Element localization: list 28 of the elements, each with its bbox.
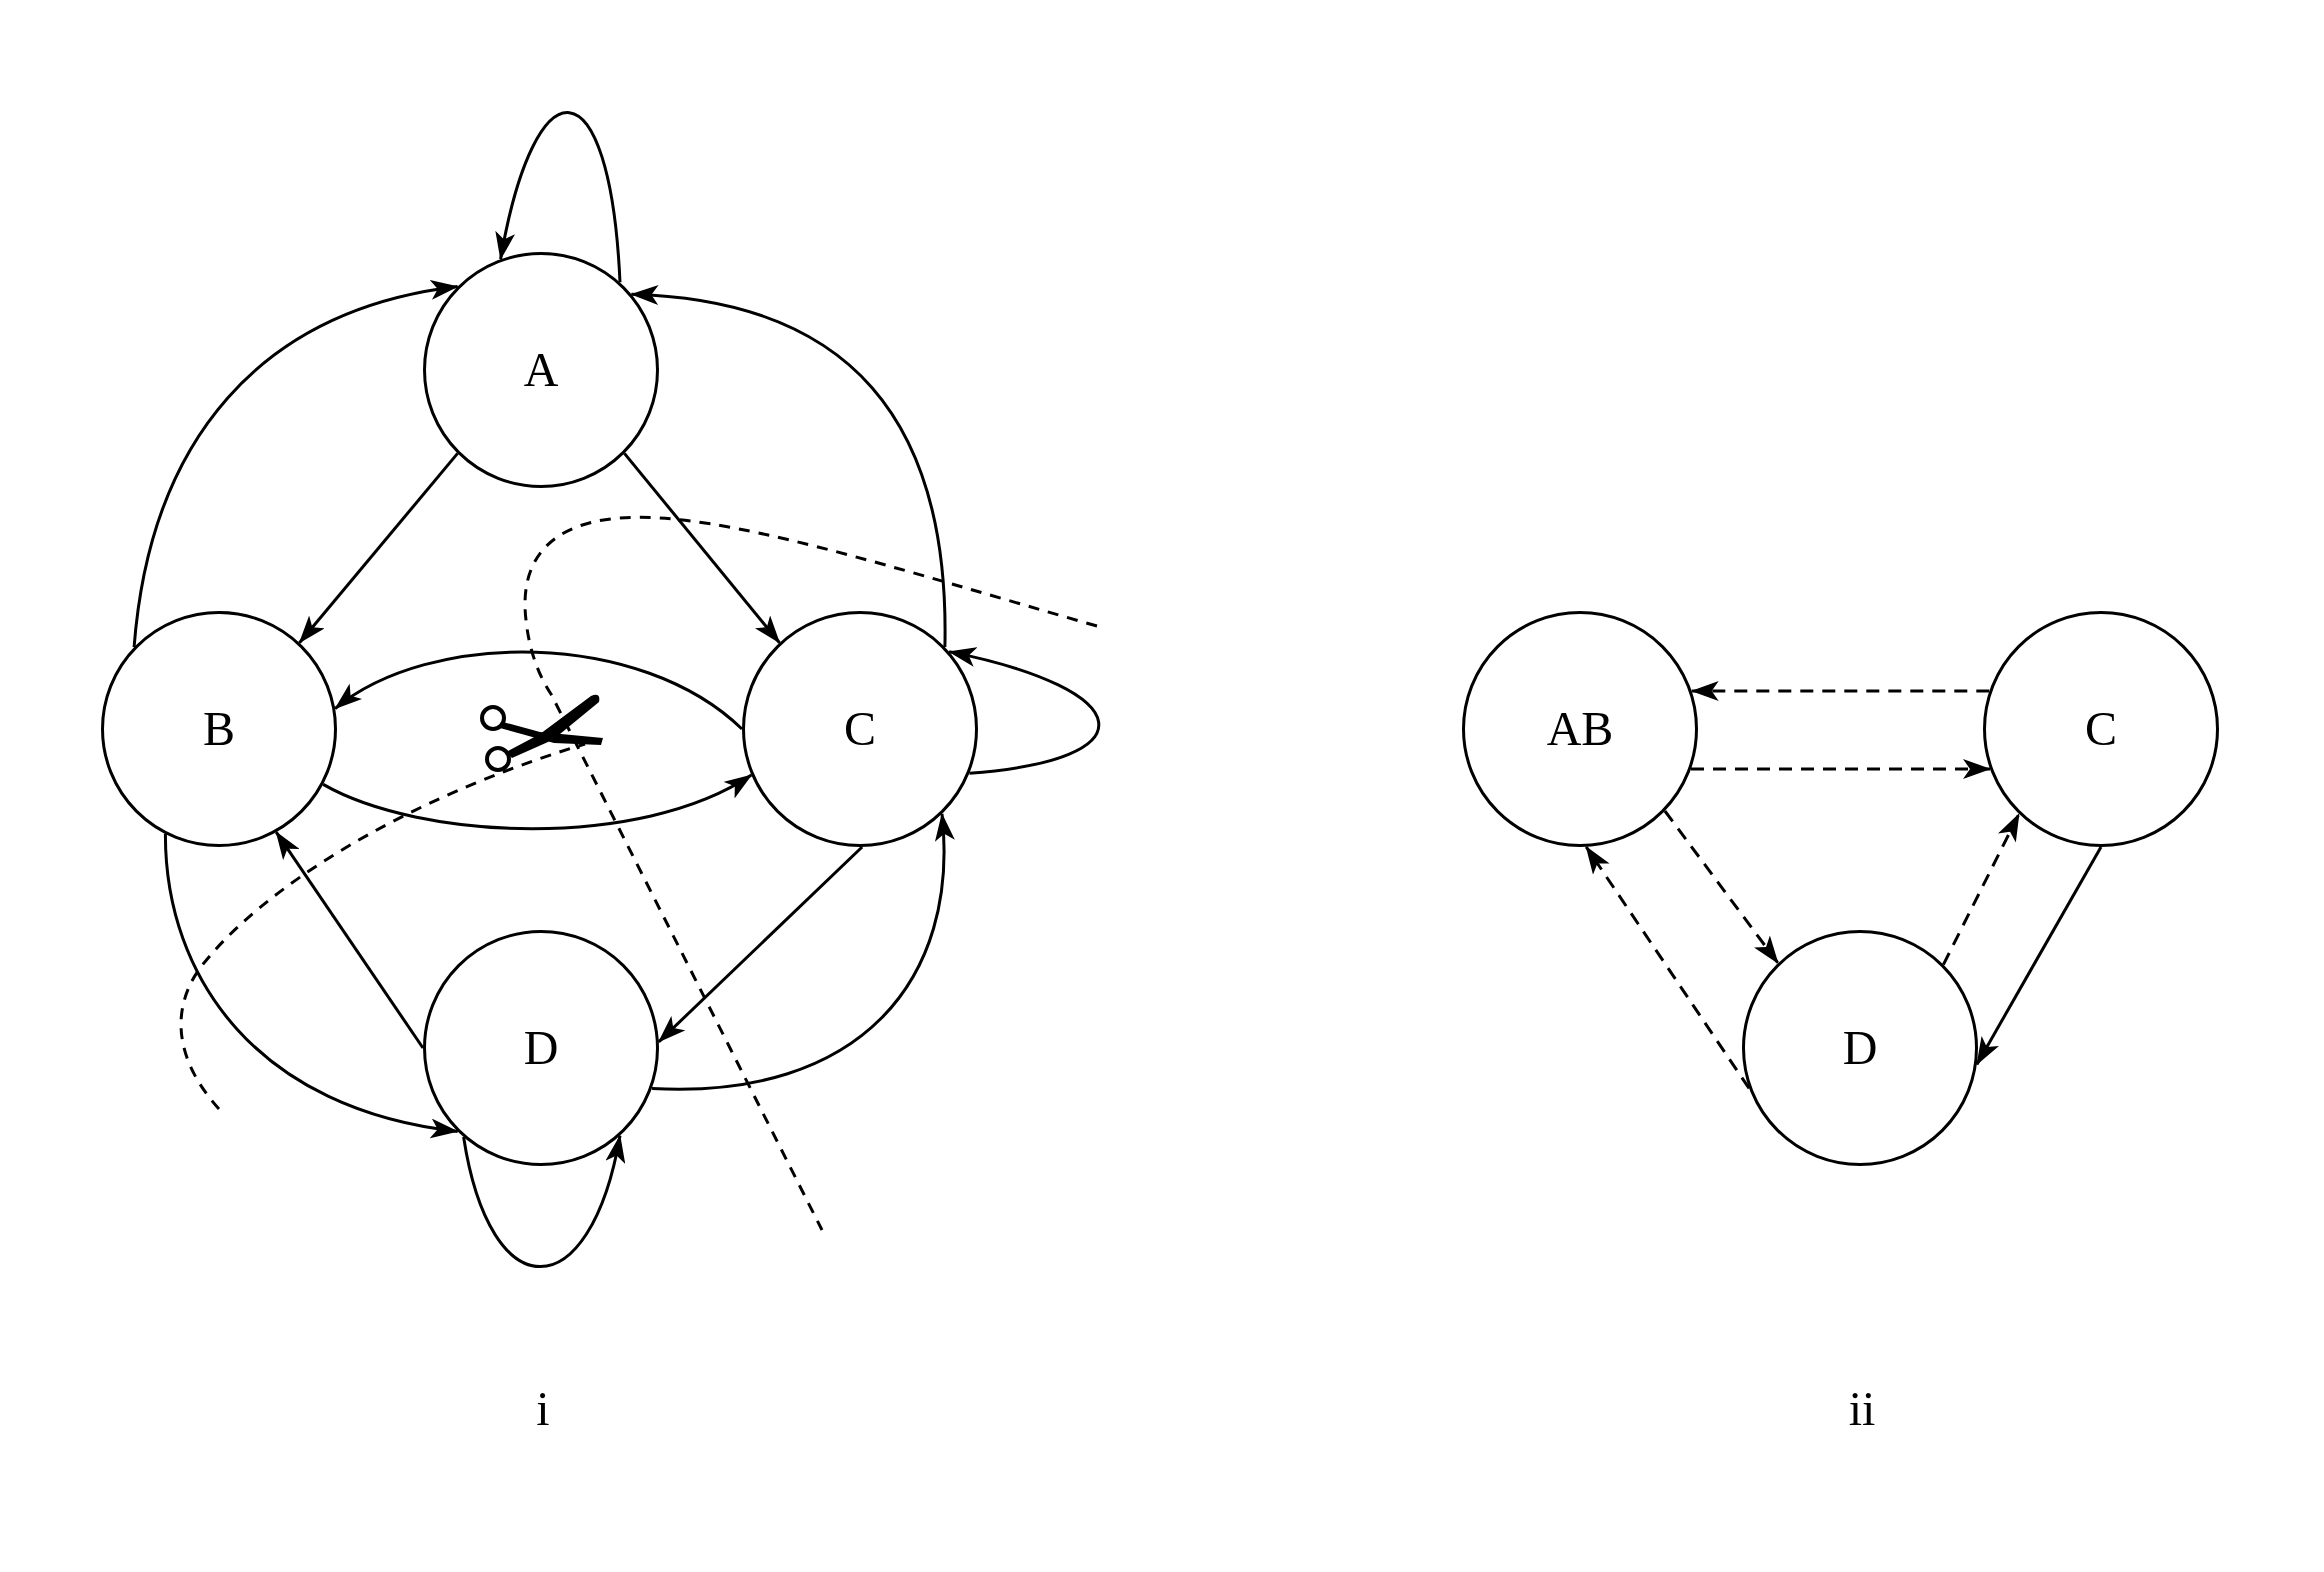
self-loop-arrow [948,647,1100,775]
state-label: D [1842,1024,1878,1072]
arrow [132,281,459,648]
state-label: B [203,705,235,753]
arrow [274,831,425,1049]
state-label: C [2085,705,2117,753]
self-loop-arrow [496,111,622,283]
dashed-arrow [1584,845,1751,1090]
arrow [163,834,459,1137]
subfigure-label: ii [1848,1385,1876,1433]
subfigure-label: i [536,1385,550,1433]
dashed-arrow [1942,813,2021,966]
arrow [322,773,753,831]
state-label: A [523,346,559,394]
arrow [651,812,954,1091]
arrow [630,286,947,648]
dashed-arrow [1663,810,1780,964]
dashed-arrow [1691,759,1991,779]
arrow [657,845,864,1043]
state-label: D [523,1024,559,1072]
arrow [334,650,743,731]
arrow [1975,846,2103,1066]
arrow [298,452,459,644]
arrow [623,452,781,644]
state-label: AB [1546,705,1614,753]
state-label: C [844,705,876,753]
self-loop-arrow [462,1134,624,1268]
dashed-arrow [1690,681,1990,701]
